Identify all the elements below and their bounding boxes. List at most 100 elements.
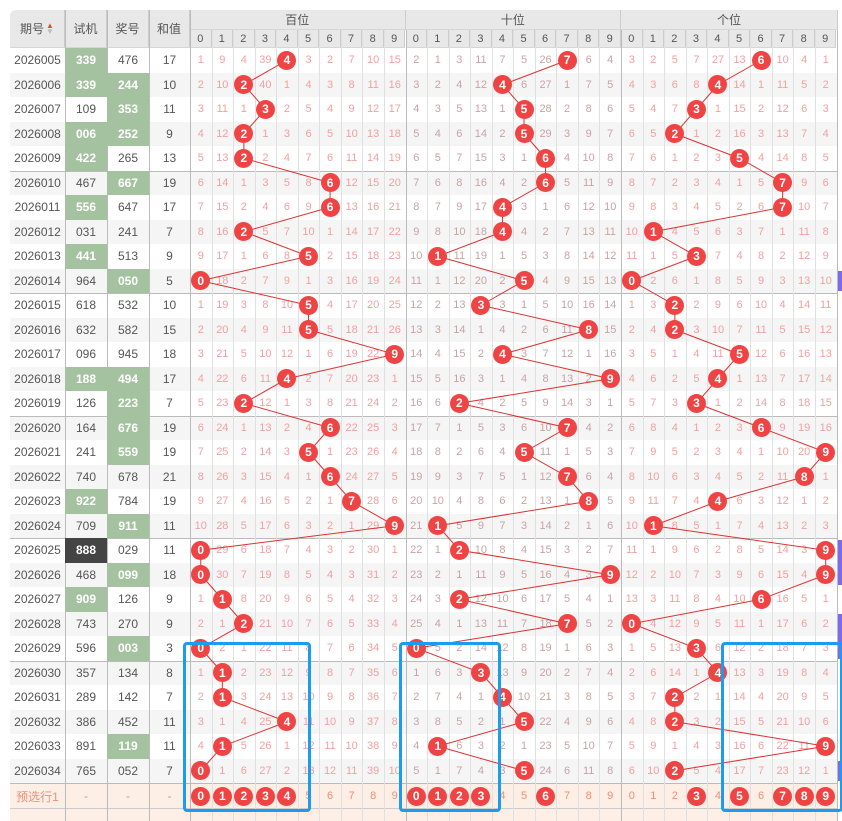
omission-count: 21 [216, 348, 229, 361]
preselect-digit[interactable]: 8 [370, 790, 377, 802]
omission-count: 5 [628, 740, 635, 753]
omission-count: 11 [820, 299, 832, 312]
preselect-ball[interactable]: 3 [686, 786, 706, 806]
omission-count: 12 [539, 470, 552, 483]
omission-count: 5 [650, 127, 657, 140]
preselect-ball[interactable]: 7 [773, 786, 793, 806]
omission-count: 4 [197, 740, 204, 753]
omission-count: 35 [367, 666, 380, 679]
omission-count: 4 [434, 617, 441, 630]
preselect-digit[interactable]: 8 [585, 790, 592, 802]
header-digit-tens-5: 5 [513, 30, 535, 48]
period-cell: 2026021 [14, 445, 61, 460]
omission-count: 8 [197, 225, 204, 238]
omission-count: 24 [345, 470, 358, 483]
table-row [10, 489, 838, 514]
omission-count: 7 [283, 225, 291, 238]
preselect-ball[interactable]: 1 [428, 786, 448, 806]
omission-count: 2 [714, 715, 722, 728]
winning-digit-ball: 2 [234, 148, 254, 168]
omission-count: 8 [650, 201, 657, 214]
omission-count: 22 [539, 715, 552, 728]
omission-count: 1 [456, 421, 463, 434]
preselect-digit[interactable]: 5 [520, 790, 528, 802]
winning-digit-ball: 1 [212, 663, 232, 683]
header-group-tens: 十位 [405, 10, 621, 30]
preselect-digit[interactable]: 9 [391, 790, 398, 802]
period-cell: 2026012 [14, 224, 61, 239]
preselect-ball[interactable]: 8 [794, 786, 814, 806]
preselect-ball[interactable]: 0 [406, 786, 426, 806]
header-digit-units-3: 3 [685, 30, 708, 48]
preselect-digit[interactable]: 7 [348, 790, 355, 802]
omission-count: 5 [327, 127, 334, 140]
sum-cell: 11 [163, 714, 176, 729]
omission-count: 12 [582, 201, 595, 214]
omission-count: 3 [456, 666, 463, 679]
omission-count: 4 [456, 78, 463, 91]
omission-count: 12 [259, 397, 272, 410]
preselect-digit[interactable]: 6 [758, 790, 765, 802]
omission-count: 11 [626, 544, 638, 557]
winning-digit-ball: 8 [579, 491, 599, 511]
sort-icon[interactable]: ▲▼ [46, 20, 54, 36]
omission-count: 6 [327, 617, 334, 630]
omission-count: 6 [283, 519, 291, 532]
omission-count: 2 [499, 127, 506, 140]
omission-count: 5 [564, 593, 571, 606]
preselect-ball[interactable]: 0 [191, 786, 211, 806]
preselect-ball[interactable]: 4 [277, 786, 297, 806]
column-divider [190, 10, 191, 821]
preselect-digit[interactable]: 2 [671, 790, 678, 802]
preselect-ball[interactable]: 3 [471, 786, 491, 806]
preselect-ball[interactable]: 3 [255, 786, 275, 806]
omission-count: 5 [434, 152, 441, 165]
sum-cell: 15 [162, 322, 177, 337]
omission-count: 5 [628, 103, 635, 116]
omission-count: 2 [607, 421, 614, 434]
header-digit-tens-6: 6 [534, 30, 557, 48]
trial-number-cell: 596 [75, 641, 97, 656]
omission-count: 4 [650, 103, 657, 116]
omission-count: 15 [474, 152, 488, 165]
preselect-ball[interactable]: 9 [816, 786, 836, 806]
omission-count: 33 [367, 617, 380, 630]
omission-count: 6 [391, 495, 398, 508]
preselect-digit[interactable]: 7 [564, 790, 571, 802]
preselect-ball[interactable]: 2 [234, 786, 254, 806]
preselect-digit[interactable]: 6 [327, 790, 334, 802]
trial-number-cell: 743 [75, 616, 97, 631]
omission-count: 7 [736, 519, 743, 532]
header-period[interactable]: 期号▲▼ [10, 10, 65, 48]
omission-count: 3 [628, 54, 635, 67]
omission-count: 4 [434, 127, 441, 140]
omission-count: 2 [477, 715, 484, 728]
omission-count: 2 [628, 323, 635, 336]
winning-digit-ball: 5 [514, 761, 534, 781]
omission-count: 2 [714, 421, 722, 434]
sum-cell: 5 [166, 273, 173, 288]
omission-count: 2 [801, 519, 808, 532]
omission-count: 3 [283, 127, 291, 140]
preselect-digit[interactable]: 1 [650, 790, 657, 802]
preselect-ball[interactable]: 5 [730, 786, 750, 806]
preselect-digit[interactable]: 0 [628, 790, 635, 802]
omission-count: 20 [539, 666, 552, 679]
omission-count: 1 [305, 348, 312, 361]
omission-count: 22 [259, 642, 272, 655]
preselect-digit[interactable]: 4 [714, 790, 722, 802]
preselect-ball[interactable]: 1 [212, 786, 232, 806]
preselect-ball[interactable]: 6 [536, 786, 556, 806]
omission-count: 1 [499, 103, 506, 116]
omission-count: 1 [564, 642, 571, 655]
omission-count: 2 [477, 348, 484, 361]
omission-count: 6 [822, 715, 829, 728]
header-digit-tens-1: 1 [427, 30, 449, 48]
omission-count: 18 [259, 544, 272, 557]
preselect-digit[interactable]: 9 [607, 790, 614, 802]
preselect-ball[interactable]: 2 [449, 786, 469, 806]
omission-count: 1 [693, 274, 700, 287]
preselect-digit[interactable]: 4 [499, 790, 506, 802]
omission-count: 20 [776, 691, 789, 704]
omission-count: 13 [367, 127, 380, 140]
